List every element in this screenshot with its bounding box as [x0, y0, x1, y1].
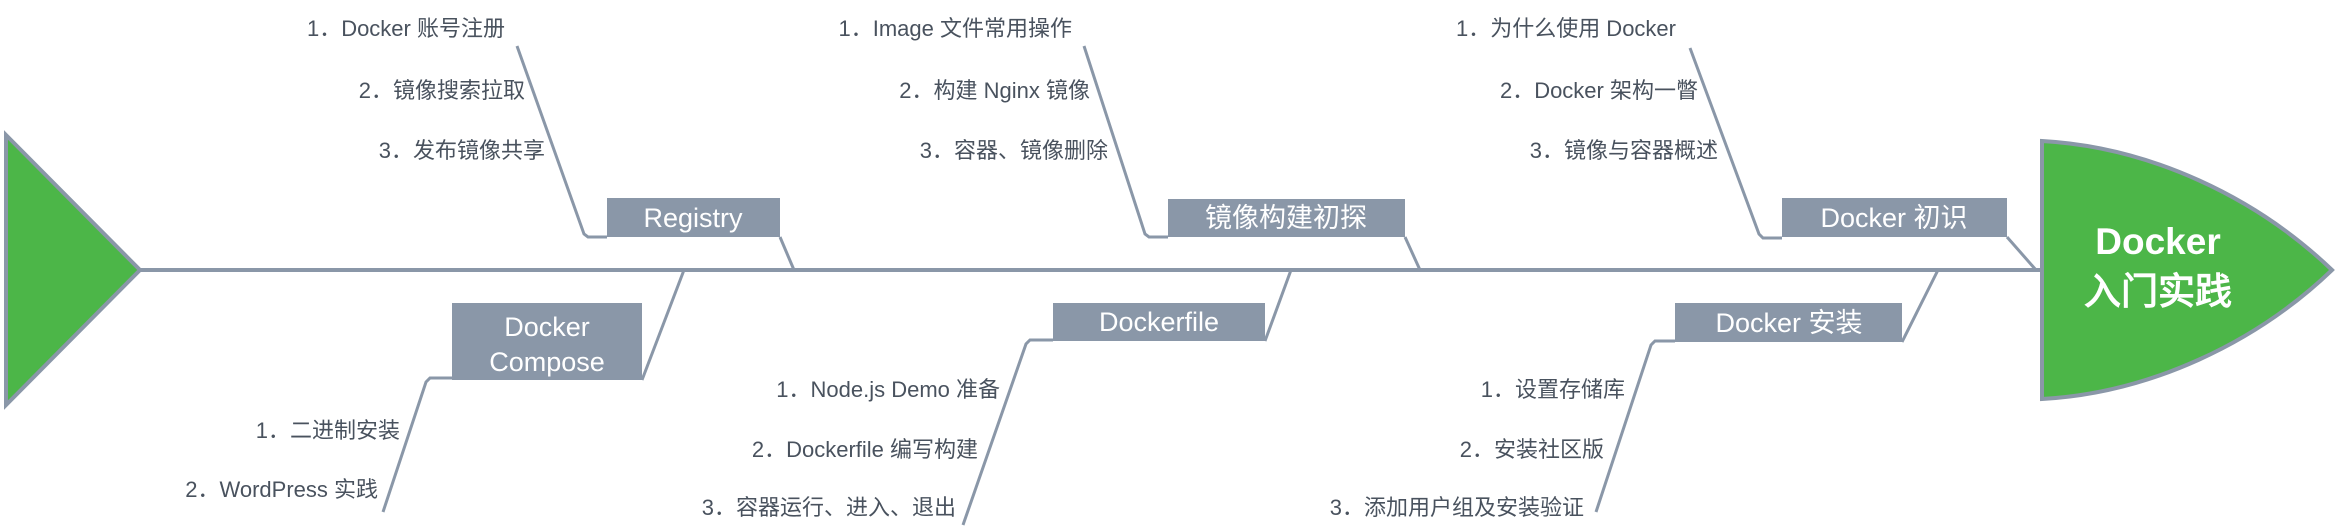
item-text: 1．Image 文件常用操作 — [839, 16, 1073, 41]
branch-bottom-docker-install: Docker 安装 1．设置存储库 2．安装社区版 3．添加用户组及安装验证 — [1330, 269, 1940, 520]
item-text: 3．容器、镜像删除 — [920, 138, 1108, 163]
item-text: 3．镜像与容器概述 — [1530, 138, 1718, 163]
branch-spine-connector — [2005, 236, 2038, 271]
branch-top-image-build: 镜像构建初探 1．Image 文件常用操作 2．构建 Nginx 镜像 3．容器… — [839, 16, 1422, 271]
branch-line — [381, 376, 452, 513]
item-text: 2．Docker 架构一瞥 — [1500, 78, 1698, 103]
branch-label-box — [1782, 198, 2007, 237]
branch-label-box — [607, 198, 780, 237]
branch-label-box — [1675, 303, 1902, 342]
branch-label: 镜像构建初探 — [1205, 203, 1367, 233]
branch-line — [1688, 47, 1782, 240]
branch-spine-connector — [1403, 236, 1422, 271]
item-text: 2．WordPress 实践 — [185, 477, 378, 502]
item-text: 1．Node.js Demo 准备 — [776, 377, 1000, 402]
item-text: 3．发布镜像共享 — [379, 138, 545, 163]
branch-bottom-dockerfile: Dockerfile 1．Node.js Demo 准备 2．Dockerfil… — [702, 269, 1293, 526]
head-shape — [2040, 138, 2335, 402]
branch-line — [961, 338, 1053, 526]
branch-line — [1594, 339, 1675, 513]
branch-spine-connector — [778, 236, 796, 271]
tail-arrow-shape — [3, 130, 143, 410]
branch-label-box — [1053, 303, 1265, 341]
branch-top-docker-intro: Docker 初识 1．为什么使用 Docker 2．Docker 架构一瞥 3… — [1456, 16, 2038, 271]
item-text: 2．镜像搜索拉取 — [359, 78, 525, 103]
branch-label-line2: Compose — [489, 347, 605, 377]
branch-spine-connector — [1900, 269, 1940, 343]
item-text: 2．安装社区版 — [1460, 437, 1604, 462]
head-node: Docker 入门实践 — [2040, 138, 2335, 402]
branch-label-line1: Docker — [504, 312, 590, 342]
item-text: 1．为什么使用 Docker — [1456, 16, 1676, 41]
branch-label-box — [452, 303, 642, 380]
branch-spine-connector — [640, 269, 686, 381]
branch-label: Docker 安装 — [1715, 308, 1862, 338]
item-text: 3．添加用户组及安装验证 — [1330, 495, 1584, 520]
branch-line — [1082, 45, 1168, 239]
branch-label: Dockerfile — [1099, 307, 1219, 337]
item-text: 2．Dockerfile 编写构建 — [752, 437, 978, 462]
item-text: 1．设置存储库 — [1481, 377, 1625, 402]
head-title-line1: Docker — [2095, 221, 2220, 262]
branch-label: Docker 初识 — [1820, 203, 1967, 233]
branch-bottom-docker-compose: Docker Compose 1．二进制安装 2．WordPress 实践 — [185, 269, 686, 513]
branch-spine-connector — [1263, 269, 1293, 342]
item-text: 1．二进制安装 — [256, 418, 400, 443]
branch-top-registry: Registry 1．Docker 账号注册 2．镜像搜索拉取 3．发布镜像共享 — [307, 16, 796, 271]
head-title-line2: 入门实践 — [2084, 271, 2232, 312]
item-text: 3．容器运行、进入、退出 — [702, 495, 956, 520]
branch-line — [515, 45, 607, 239]
item-text: 1．Docker 账号注册 — [307, 16, 505, 41]
branch-label: Registry — [643, 203, 743, 233]
branch-label-box — [1168, 199, 1405, 237]
item-text: 2．构建 Nginx 镜像 — [899, 78, 1090, 103]
